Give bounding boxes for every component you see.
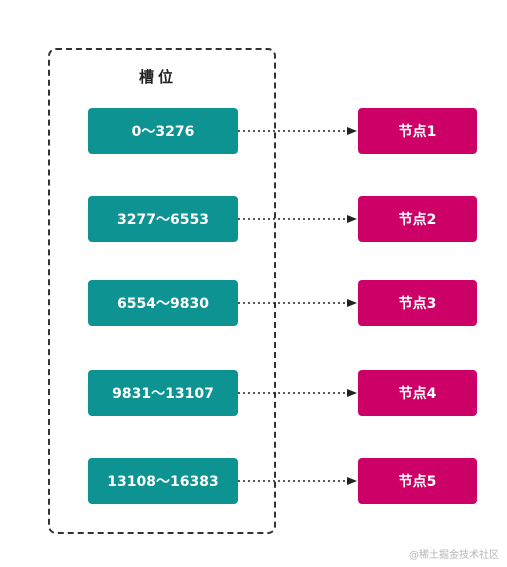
node-1: 节点1 xyxy=(358,108,477,154)
node-2: 节点2 xyxy=(358,196,477,242)
slot-group-title: 槽位 xyxy=(138,68,177,86)
slot-range-2: 3277～6553 xyxy=(88,196,238,242)
slot-group-frame xyxy=(48,48,276,534)
watermark: @稀土掘金技术社区 xyxy=(409,550,499,561)
slot-range-1: 0～3276 xyxy=(88,108,238,154)
node-5: 节点5 xyxy=(358,458,477,504)
slot-range-5: 13108～16383 xyxy=(88,458,238,504)
node-3: 节点3 xyxy=(358,280,477,326)
node-4: 节点4 xyxy=(358,370,477,416)
slot-range-4: 9831～13107 xyxy=(88,370,238,416)
slot-range-3: 6554～9830 xyxy=(88,280,238,326)
